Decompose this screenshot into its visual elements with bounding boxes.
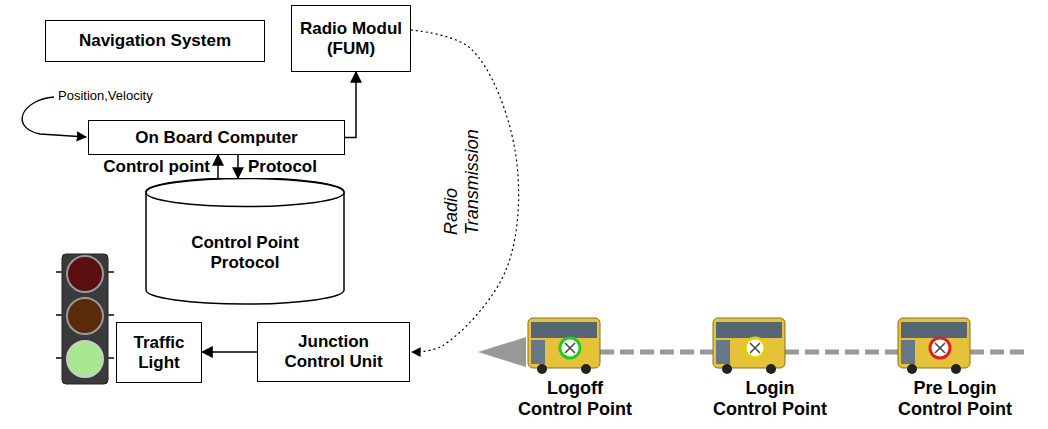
flow-label: Protocol	[248, 157, 317, 177]
direction-arrow	[478, 337, 526, 367]
bus-icon	[528, 318, 600, 374]
flow-arrow	[345, 72, 356, 138]
bus-icon	[898, 318, 970, 374]
radio-link	[411, 30, 519, 352]
traffic-light-symbol	[56, 254, 114, 384]
light-box: Traffic Light	[116, 322, 202, 383]
flow-arrow	[237, 155, 239, 178]
node-label: On Board Computer	[135, 128, 297, 148]
bus-icon	[713, 318, 785, 374]
control-unit-box: Junction Control Unit	[257, 322, 410, 382]
system-box: Navigation System	[45, 20, 265, 62]
signal-label: Position,Velocity	[58, 88, 153, 103]
flow-label: Control point	[103, 157, 210, 177]
input-arrow	[22, 97, 86, 137]
control-point-label: Pre Login Control Point	[898, 378, 1012, 420]
node-label: Traffic Light	[123, 333, 195, 372]
flow-arrow	[217, 155, 219, 178]
node-label: Navigation System	[79, 31, 231, 51]
module-box: Radio Modul (FUM)	[291, 5, 411, 72]
database-cylinder: Control Point Protocol	[145, 178, 345, 305]
node-label: Junction Control Unit	[271, 332, 396, 371]
control-point-label: Login Control Point	[713, 378, 827, 420]
flow-arrow	[202, 351, 257, 353]
node-label: Control Point Protocol	[175, 233, 315, 272]
link-label: Radio Transmission	[441, 105, 483, 235]
control-point-label: Logoff Control Point	[518, 378, 632, 420]
computer-box: On Board Computer	[88, 120, 345, 155]
node-label: Radio Modul (FUM)	[298, 19, 404, 58]
